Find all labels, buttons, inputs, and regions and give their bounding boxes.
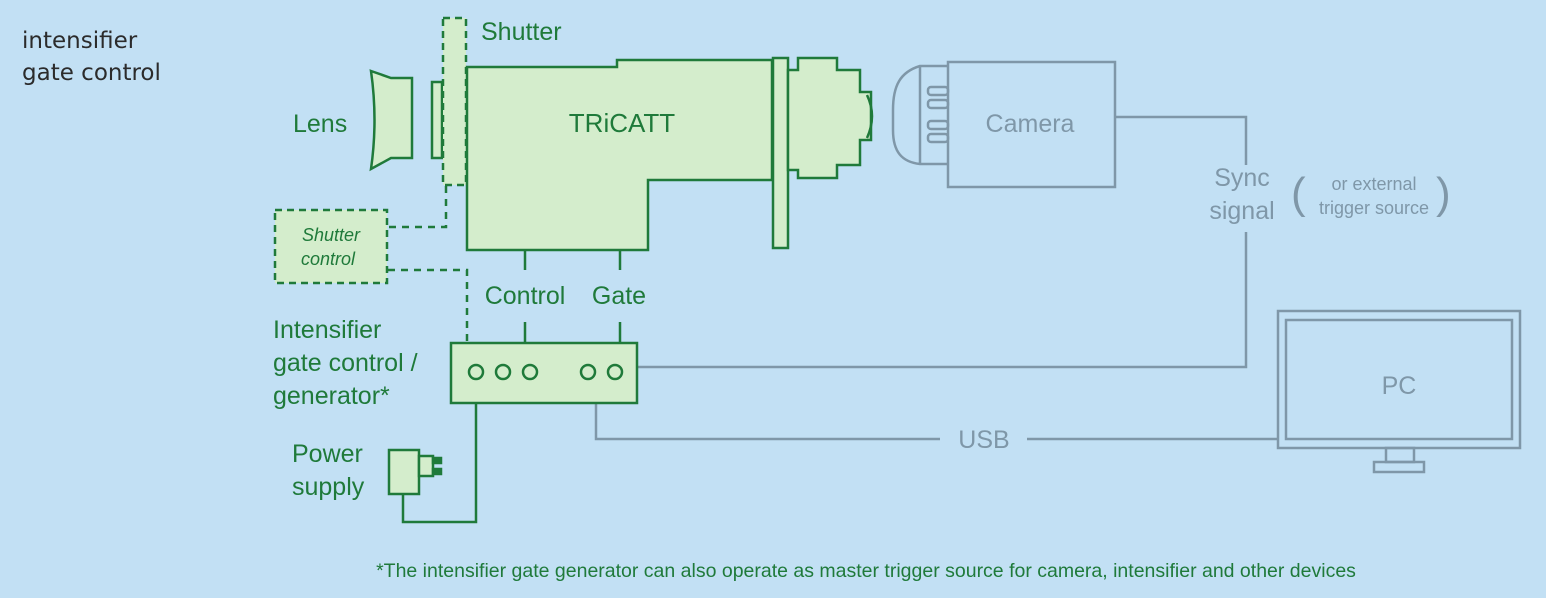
tricatt-output-adapter — [786, 56, 873, 180]
power-label-line-2: supply — [292, 473, 365, 501]
camera-mount — [891, 64, 948, 166]
camera-group — [891, 60, 1117, 189]
generator-port-2 — [494, 363, 512, 381]
tricatt-flange — [771, 56, 790, 250]
power-label-line-1: Power — [292, 440, 363, 468]
control-to-generator-line — [388, 268, 469, 343]
external-trigger-line-2: trigger source — [1319, 198, 1429, 218]
sync-label-line-1: Sync — [1214, 164, 1270, 192]
shutter-control-label-line-1: Shutter — [302, 225, 361, 245]
lens-body — [369, 69, 414, 172]
tricatt-output-lens — [865, 94, 874, 139]
pc-monitor-base — [1372, 460, 1426, 474]
sync-label-line-2: signal — [1209, 197, 1274, 225]
lens-mount-ring — [430, 80, 444, 160]
pc-label: PC — [1382, 372, 1417, 400]
green-connections — [401, 250, 622, 524]
paren-open: ( — [1291, 169, 1306, 218]
camera-mount-pin-3 — [926, 119, 950, 131]
pc-monitor — [1276, 309, 1522, 474]
heading-line-2: gate control — [22, 60, 161, 86]
shutter-label: Shutter — [481, 18, 562, 46]
tricatt-body — [465, 58, 774, 252]
power-supply-body — [387, 448, 421, 496]
grey-connections — [594, 115, 1278, 441]
power-supply-plug — [417, 454, 435, 478]
generator-label-line-2: gate control / — [273, 349, 418, 377]
paren-close: ) — [1436, 169, 1451, 218]
generator-port-3 — [521, 363, 539, 381]
control-label: Control — [485, 282, 566, 310]
gate-label: Gate — [592, 282, 646, 310]
lens-group — [369, 69, 444, 172]
power-supply-prong-1 — [431, 456, 443, 465]
pc-monitor-neck — [1384, 446, 1416, 464]
camera-label: Camera — [986, 110, 1075, 138]
generator-port-4 — [579, 363, 597, 381]
camera-mount-pin-4 — [926, 132, 950, 144]
generator-label-line-3: generator* — [273, 382, 390, 410]
shutter — [441, 16, 468, 187]
usb-line-left — [594, 403, 940, 441]
pc-monitor-screen — [1284, 318, 1514, 441]
gate-generator — [449, 341, 639, 405]
generator-port-5 — [606, 363, 624, 381]
shutter-to-control-line — [388, 186, 448, 229]
camera-mount-pin-1 — [926, 85, 950, 97]
tricatt-label: TRiCATT — [569, 108, 676, 138]
power-supply — [387, 448, 443, 496]
generator-port-1 — [467, 363, 485, 381]
camera-mount-pin-2 — [926, 98, 950, 110]
tricatt-group — [465, 56, 874, 252]
footnote: *The intensifier gate generator can also… — [376, 560, 1356, 582]
external-trigger-line-1: or external — [1331, 174, 1416, 194]
shutter-control-label-line-2: control — [301, 249, 356, 269]
shutter-control-box — [273, 208, 389, 285]
lens-label: Lens — [293, 110, 347, 138]
sync-to-generator-line — [637, 232, 1248, 369]
camera-sync-line — [1115, 115, 1248, 165]
heading-line-1: intensifier — [22, 28, 138, 54]
shutter-control-dashed-lines — [388, 186, 469, 343]
generator-label-line-1: Intensifier — [273, 316, 381, 344]
usb-label: USB — [958, 426, 1009, 454]
power-supply-cable — [401, 403, 478, 524]
power-supply-prong-2 — [431, 467, 443, 476]
